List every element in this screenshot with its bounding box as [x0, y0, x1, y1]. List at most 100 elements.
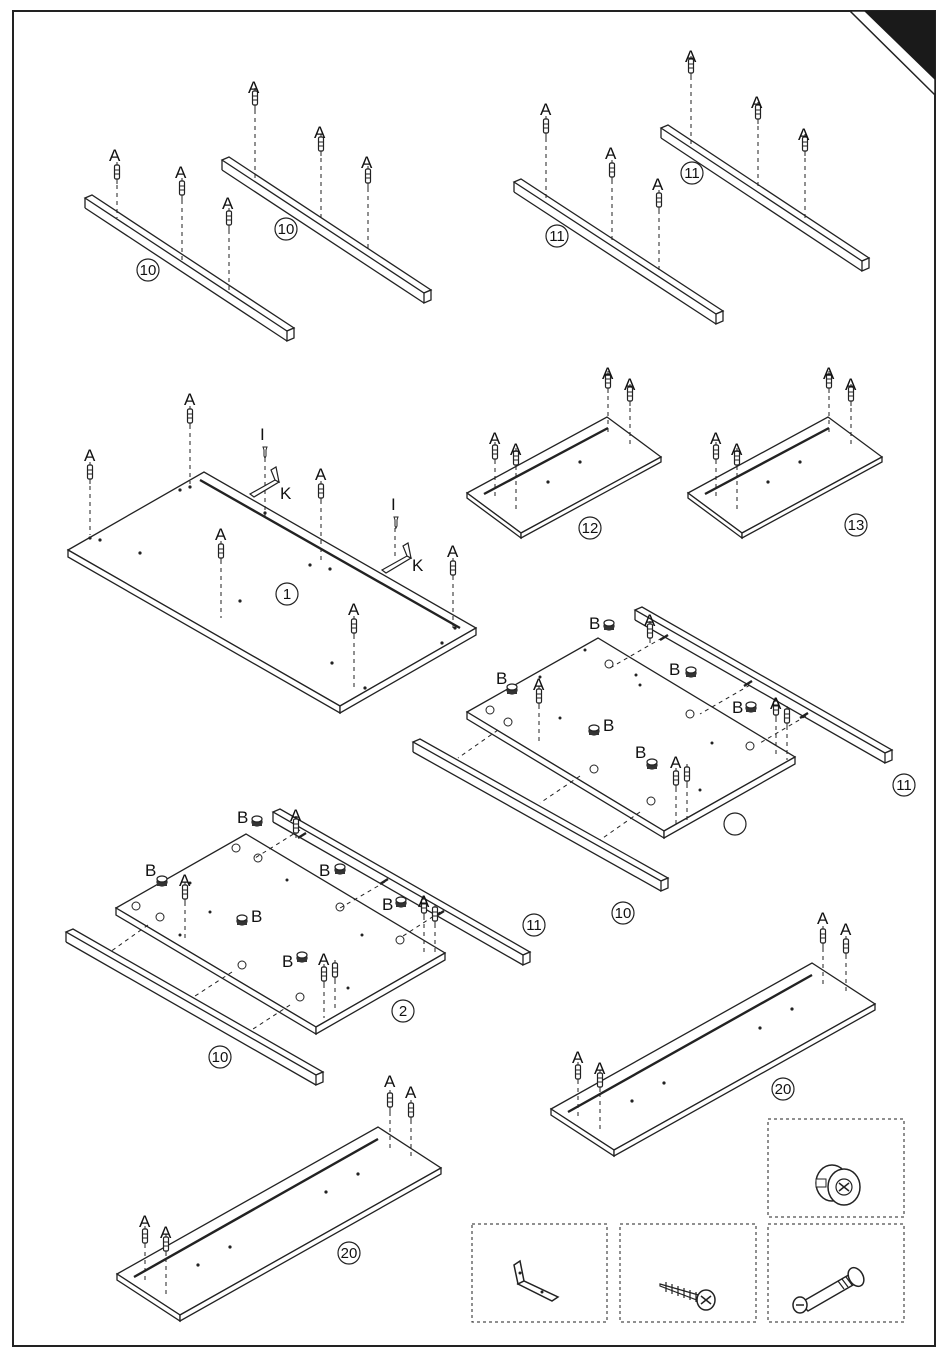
- screw-icon: [263, 447, 267, 458]
- screw-icon: [394, 517, 398, 528]
- dowel-label: A: [215, 525, 227, 544]
- dowel-icon: [610, 160, 615, 182]
- cam-lock-icon: [604, 620, 614, 630]
- screw-label: I: [391, 495, 396, 514]
- shelf-20-left: [117, 1112, 441, 1321]
- board-assembly-right: [413, 607, 892, 891]
- part-number-10: 10: [615, 905, 632, 922]
- cam-label: B: [669, 660, 680, 679]
- dowel-label: A: [670, 753, 682, 772]
- shelf-20-right: [551, 948, 875, 1156]
- hardware-box-bracket: [472, 1224, 607, 1322]
- part-number-11: 11: [896, 777, 912, 794]
- dowel-icon: [409, 1100, 414, 1122]
- part-number-10: 10: [212, 1049, 229, 1066]
- cam-lock-icon: [746, 702, 756, 712]
- l-bracket-icon: [382, 543, 411, 573]
- rail-10-back: [222, 110, 431, 303]
- part-number-20: 20: [341, 1245, 358, 1262]
- cam-label: B: [589, 614, 600, 633]
- dowel-label: A: [710, 429, 722, 448]
- bracket-label: K: [280, 484, 292, 503]
- cam-lock-icon: [589, 725, 599, 735]
- dowel-icon: [844, 936, 849, 958]
- dowel-label: A: [109, 146, 121, 165]
- cam-lock-icon: [507, 684, 517, 694]
- dowel-label: A: [685, 47, 697, 66]
- part-number-12: 12: [582, 520, 599, 537]
- cam-label: B: [237, 808, 248, 827]
- dowel-label: A: [605, 144, 617, 163]
- rail-10-front: [85, 185, 294, 341]
- part-number-11: 11: [684, 165, 700, 182]
- part-number-13: 13: [848, 517, 865, 534]
- cam-label: B: [319, 861, 330, 880]
- bracket-label: K: [412, 556, 424, 575]
- cam-lock-icon: [157, 876, 167, 886]
- dowel-label: A: [405, 1083, 417, 1102]
- dowel-label: A: [594, 1059, 606, 1078]
- cam-label: B: [635, 743, 646, 762]
- dowel-label: A: [624, 375, 636, 394]
- cam-lock-icon: [816, 1165, 860, 1205]
- cam-lock-icon: [647, 759, 657, 769]
- part-number-10: 10: [278, 221, 295, 238]
- dowel-label: A: [160, 1223, 172, 1242]
- dowel-label: A: [139, 1212, 151, 1231]
- dowel-label: A: [489, 429, 501, 448]
- dowel-label: A: [290, 806, 302, 825]
- dowel-label: A: [602, 364, 614, 383]
- hardware-box-screw: [620, 1224, 756, 1322]
- cam-label: B: [496, 669, 507, 688]
- dowel-icon: [319, 481, 324, 503]
- cam-lock-icon: [686, 667, 696, 677]
- side-panel-12: [467, 388, 661, 538]
- dowel-label: A: [175, 163, 187, 182]
- part-number-11: 11: [549, 228, 565, 245]
- dowel-label: A: [318, 950, 330, 969]
- dowel-icon: [544, 116, 549, 138]
- part-number-10: 10: [140, 262, 157, 279]
- dowel-label: A: [817, 909, 829, 928]
- dowel-label: A: [510, 440, 522, 459]
- dowel-icon: [785, 706, 790, 728]
- cam-label: B: [282, 952, 293, 971]
- part-number-20: 20: [775, 1081, 792, 1098]
- dowel-icon: [821, 926, 826, 948]
- dowel-label: A: [572, 1048, 584, 1067]
- dowel-label: A: [540, 100, 552, 119]
- dowel-label: A: [314, 123, 326, 142]
- dowel-label: A: [315, 465, 327, 484]
- dowel-label: A: [840, 920, 852, 939]
- dowel-icon: [88, 462, 93, 484]
- dowel-label: A: [652, 175, 664, 194]
- dowel-label: A: [248, 78, 260, 97]
- board-assembly-left: [66, 809, 530, 1085]
- dowel-icon: [451, 558, 456, 580]
- part-number-1: 1: [283, 586, 291, 603]
- dowel-icon: [388, 1090, 393, 1112]
- dowel-icon: [433, 904, 438, 926]
- part-number-circle-empty: [724, 813, 746, 835]
- dowel-label: A: [447, 542, 459, 561]
- hardware-box-cam-bolt: [768, 1224, 904, 1322]
- cam-label: B: [382, 895, 393, 914]
- dowel-icon: [188, 406, 193, 428]
- dowel-label: A: [179, 871, 191, 890]
- part-number-11: 11: [526, 917, 542, 934]
- cam-lock-icon: [252, 816, 262, 826]
- cam-lock-icon: [297, 952, 307, 962]
- screw-icon: [660, 1282, 715, 1310]
- dowel-label: A: [418, 892, 430, 911]
- cam-label: B: [603, 716, 614, 735]
- dowel-icon: [115, 162, 120, 184]
- dowel-label: A: [348, 600, 360, 619]
- dowel-label: A: [751, 93, 763, 112]
- dowel-label: A: [384, 1072, 396, 1091]
- dowel-label: A: [770, 694, 782, 713]
- dowel-label: A: [823, 364, 835, 383]
- dowel-label: A: [731, 440, 743, 459]
- cam-lock-icon: [237, 915, 247, 925]
- dowel-label: A: [184, 390, 196, 409]
